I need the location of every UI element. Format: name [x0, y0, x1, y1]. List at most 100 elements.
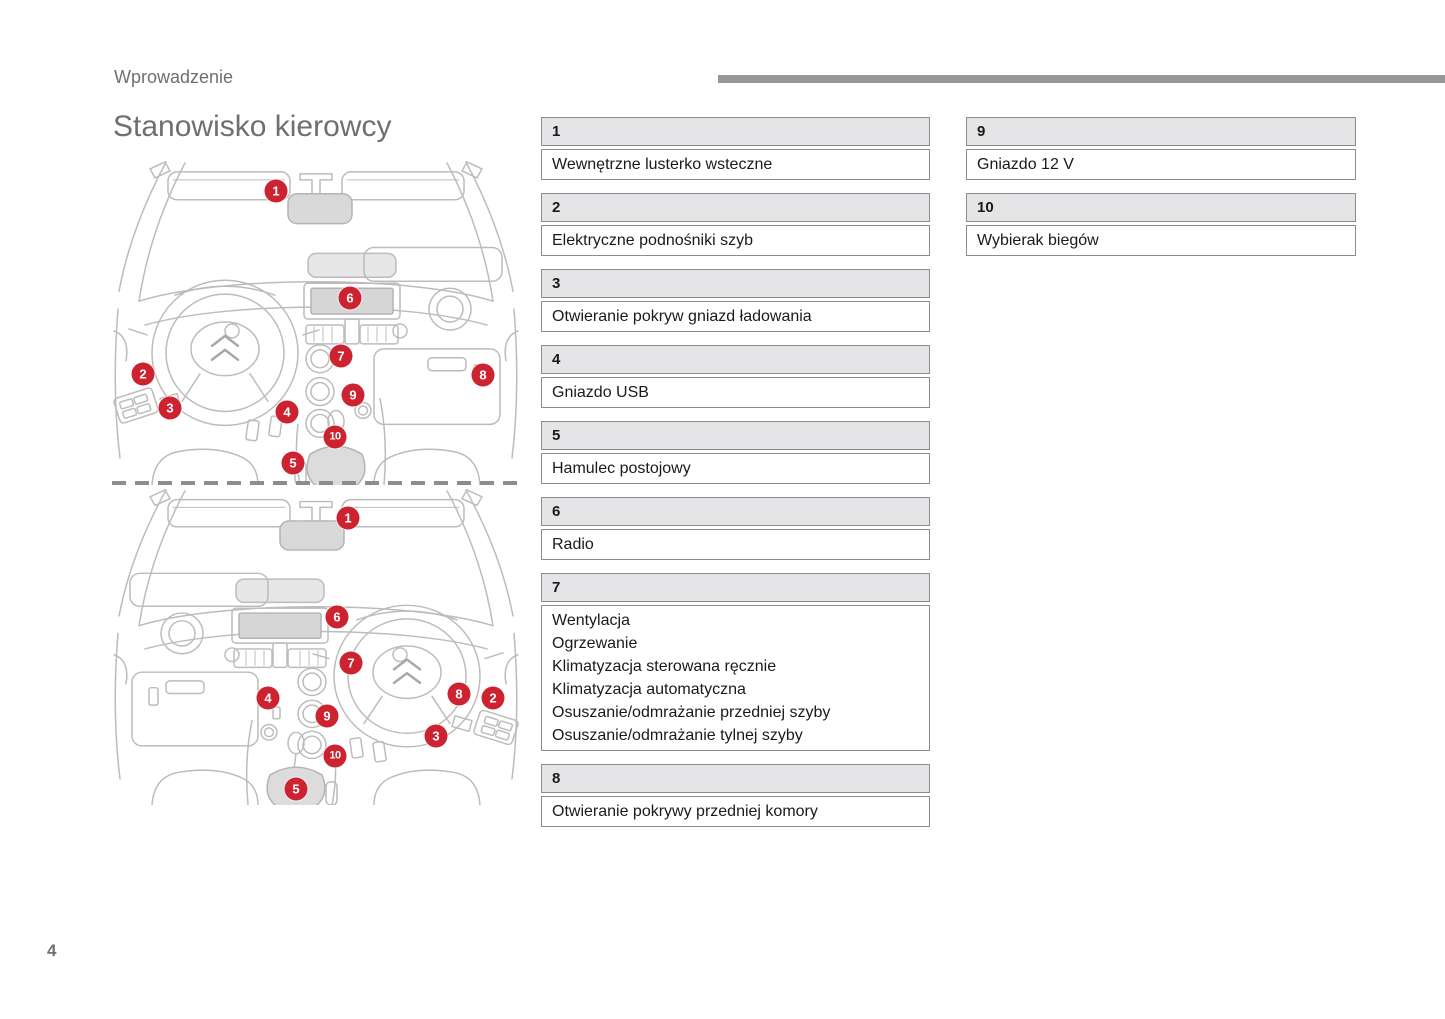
- door-right-edge: [511, 308, 518, 459]
- legend-item-description-line: Otwieranie pokryw gniazd ładowania: [552, 308, 812, 325]
- a-pillar-right: [446, 161, 514, 302]
- diagram-marker-3: 3: [158, 396, 182, 420]
- control-stalks: [128, 328, 320, 336]
- legend-item-number: 2: [541, 193, 930, 222]
- a-pillar-left: [118, 161, 186, 302]
- sun-visor-left: [167, 171, 291, 201]
- climate-knobs: [305, 344, 335, 439]
- diagram-marker-5: 5: [281, 451, 305, 475]
- diagram-marker-9: 9: [315, 704, 339, 728]
- diagram-marker-7: 7: [339, 651, 363, 675]
- pedal: [245, 419, 260, 442]
- legend-item-description: Gniazdo USB: [541, 377, 930, 408]
- steering-wheel: [151, 279, 299, 427]
- round-air-vent: [428, 287, 472, 331]
- legend-item-description-line: Gniazdo 12 V: [977, 156, 1074, 173]
- diagram-marker-9: 9: [341, 383, 365, 407]
- diagram-marker-4: 4: [275, 400, 299, 424]
- diagram-marker-4: 4: [256, 686, 280, 710]
- legend-item-description-line: Wewnętrzne lusterko wsteczne: [552, 156, 773, 173]
- seat-right: [373, 448, 481, 485]
- legend-item-description: Radio: [541, 529, 930, 560]
- mirror-mount: [299, 173, 333, 197]
- section-divider-bar: [718, 75, 1445, 83]
- diagram-marker-8: 8: [447, 682, 471, 706]
- glovebox: [373, 348, 501, 426]
- legend-item-description-line: Osuszanie/odmrażanie przedniej szyby: [552, 704, 831, 721]
- legend-item-description-line: Wentylacja: [552, 612, 630, 629]
- legend-item-number: 1: [541, 117, 930, 146]
- grab-handle-left: [149, 161, 171, 179]
- air-vent-right: [359, 324, 399, 345]
- citroen-chevrons-icon: [210, 334, 240, 362]
- rear-view-mirror: [287, 193, 353, 225]
- page-title: Stanowisko kierowcy: [113, 110, 392, 143]
- legend-item-description-line: Gniazdo USB: [552, 384, 649, 401]
- legend-item-description-line: Hamulec postojowy: [552, 460, 691, 477]
- diagram-marker-6: 6: [325, 605, 349, 629]
- legend-item-description-line: Elektryczne podnośniki szyb: [552, 232, 753, 249]
- legend-item-description-line: Radio: [552, 536, 594, 553]
- legend-item-description-line: Osuszanie/odmrażanie tylnej szyby: [552, 727, 803, 744]
- dashboard-illustration-lhd: [113, 161, 519, 485]
- legend-item-description: Wybierak biegów: [966, 225, 1356, 256]
- instrument-cluster: [174, 285, 276, 296]
- legend-item-description: Wewnętrzne lusterko wsteczne: [541, 149, 930, 180]
- legend-item-number: 6: [541, 497, 930, 526]
- legend-item-description-line: Klimatyzacja sterowana ręcznie: [552, 658, 777, 675]
- legend-item-description: Gniazdo 12 V: [966, 149, 1356, 180]
- diagram-marker-1: 1: [264, 179, 288, 203]
- breadcrumb: Wprowadzenie: [114, 67, 234, 87]
- diagram-marker-10: 10: [323, 744, 347, 768]
- legend-item-number: 4: [541, 345, 930, 374]
- legend-item-description-line: Otwieranie pokrywy przedniej komory: [552, 803, 818, 820]
- diagram-rhd-dashboard: 1 2 3 4 5 6 7 8 9 10: [112, 488, 520, 805]
- door-left-edge: [114, 308, 121, 459]
- diagram-marker-5: 5: [284, 777, 308, 801]
- seat-left: [151, 448, 259, 485]
- diagram-separator: [112, 481, 521, 485]
- sun-visor-right: [341, 171, 465, 201]
- legend-item-number: 9: [966, 117, 1356, 146]
- legend-item-description: Otwieranie pokryw gniazd ładowania: [541, 301, 930, 332]
- diagram-marker-2: 2: [131, 362, 155, 386]
- diagram-marker-6: 6: [338, 286, 362, 310]
- page-number: 4: [47, 941, 57, 960]
- legend-item-description: Elektryczne podnośniki szyb: [541, 225, 930, 256]
- diagram-marker-3: 3: [424, 724, 448, 748]
- defrost-vent: [307, 252, 397, 279]
- air-vent-left: [305, 324, 345, 345]
- dashboard-illustration-rhd: [112, 488, 520, 805]
- diagram-marker-1: 1: [336, 506, 360, 530]
- legend-item-number: 8: [541, 764, 930, 793]
- window-switches: [113, 387, 159, 424]
- diagram-marker-10: 10: [323, 425, 347, 449]
- dash-top-edge: [138, 281, 494, 302]
- legend-item-number: 3: [541, 269, 930, 298]
- 12v-socket: [354, 401, 372, 420]
- legend-item-description: Hamulec postojowy: [541, 453, 930, 484]
- diagram-marker-8: 8: [471, 363, 495, 387]
- diagram-marker-2: 2: [481, 686, 505, 710]
- glovebox-handle: [427, 357, 467, 372]
- diagram-marker-7: 7: [329, 344, 353, 368]
- legend-item-description-line: Klimatyzacja automatyczna: [552, 681, 746, 698]
- legend-item-description-line: Ogrzewanie: [552, 635, 638, 652]
- legend-item-description-line: Wybierak biegów: [977, 232, 1099, 249]
- legend-item-description: Otwieranie pokrywy przedniej komory: [541, 796, 930, 827]
